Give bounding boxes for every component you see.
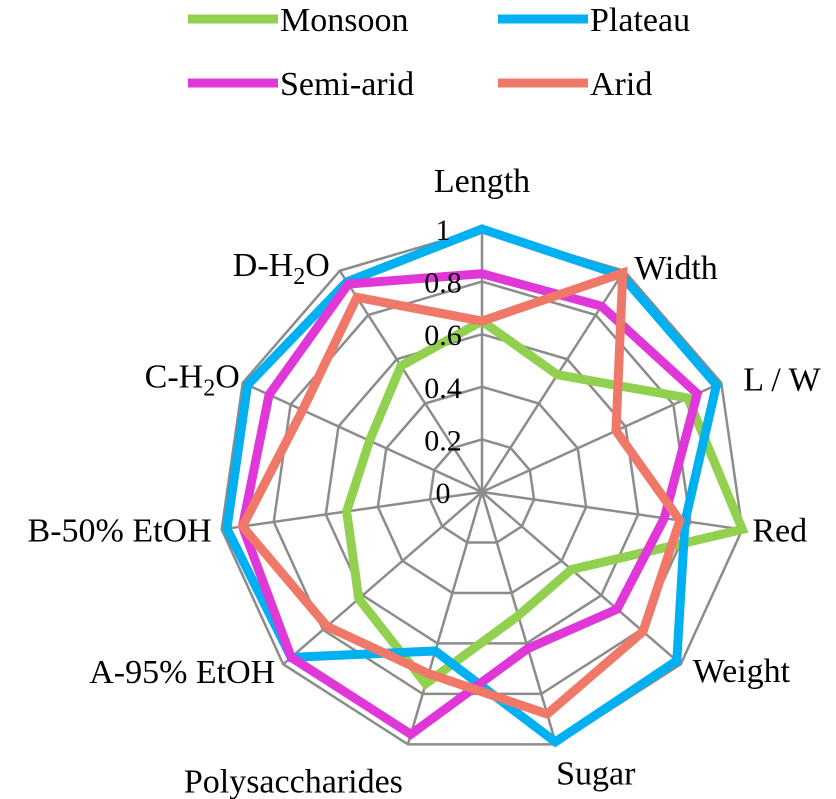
category-label-red: Red — [752, 512, 807, 549]
series-line-arid — [237, 266, 685, 720]
category-label-b-50-etoh: B-50% EtOH — [28, 512, 212, 549]
tick-labels: 0 0.2 0.4 0.6 0.8 1 — [424, 214, 462, 510]
legend-label-plateau: Plateau — [590, 2, 690, 39]
tick-label: 1 — [436, 214, 451, 247]
grid-spoke — [282, 491, 483, 666]
tick-label: 0 — [436, 477, 451, 510]
grid-spoke — [406, 491, 484, 745]
category-label-weight: Weight — [693, 653, 791, 690]
legend-label-monsoon: Monsoon — [280, 2, 408, 39]
tick-label: 0.6 — [424, 319, 462, 352]
grid-ring — [428, 438, 536, 544]
tick-label: 0.2 — [424, 424, 462, 457]
category-label-a-95-etoh: A-95% EtOH — [89, 654, 275, 691]
category-label-width: Width — [634, 250, 718, 287]
category-label-polysaccharides: Polysaccharides — [184, 763, 403, 799]
category-label-sugar: Sugar — [556, 755, 636, 792]
series-line-monsoon — [342, 315, 749, 690]
legend-label-arid: Arid — [590, 66, 652, 103]
radar-grid — [220, 227, 744, 746]
category-label-length: Length — [434, 163, 530, 200]
grid-ring — [220, 227, 744, 746]
grid-spoke — [242, 381, 483, 494]
grid-spoke — [481, 490, 743, 531]
category-label-l-w: L / W — [743, 362, 821, 399]
grid-spoke — [338, 270, 484, 493]
grid-spoke — [481, 491, 682, 666]
series-group — [222, 224, 749, 748]
tick-label: 0.4 — [424, 372, 462, 405]
grid-ring — [376, 385, 588, 595]
legend-label-semi-arid: Semi-arid — [280, 66, 414, 103]
category-label-d-h2o: D-H2O — [233, 247, 330, 290]
grid-spoke — [221, 490, 483, 531]
category-label-c-h2o: C-H2O — [145, 359, 240, 402]
tick-label: 0.8 — [424, 267, 462, 300]
